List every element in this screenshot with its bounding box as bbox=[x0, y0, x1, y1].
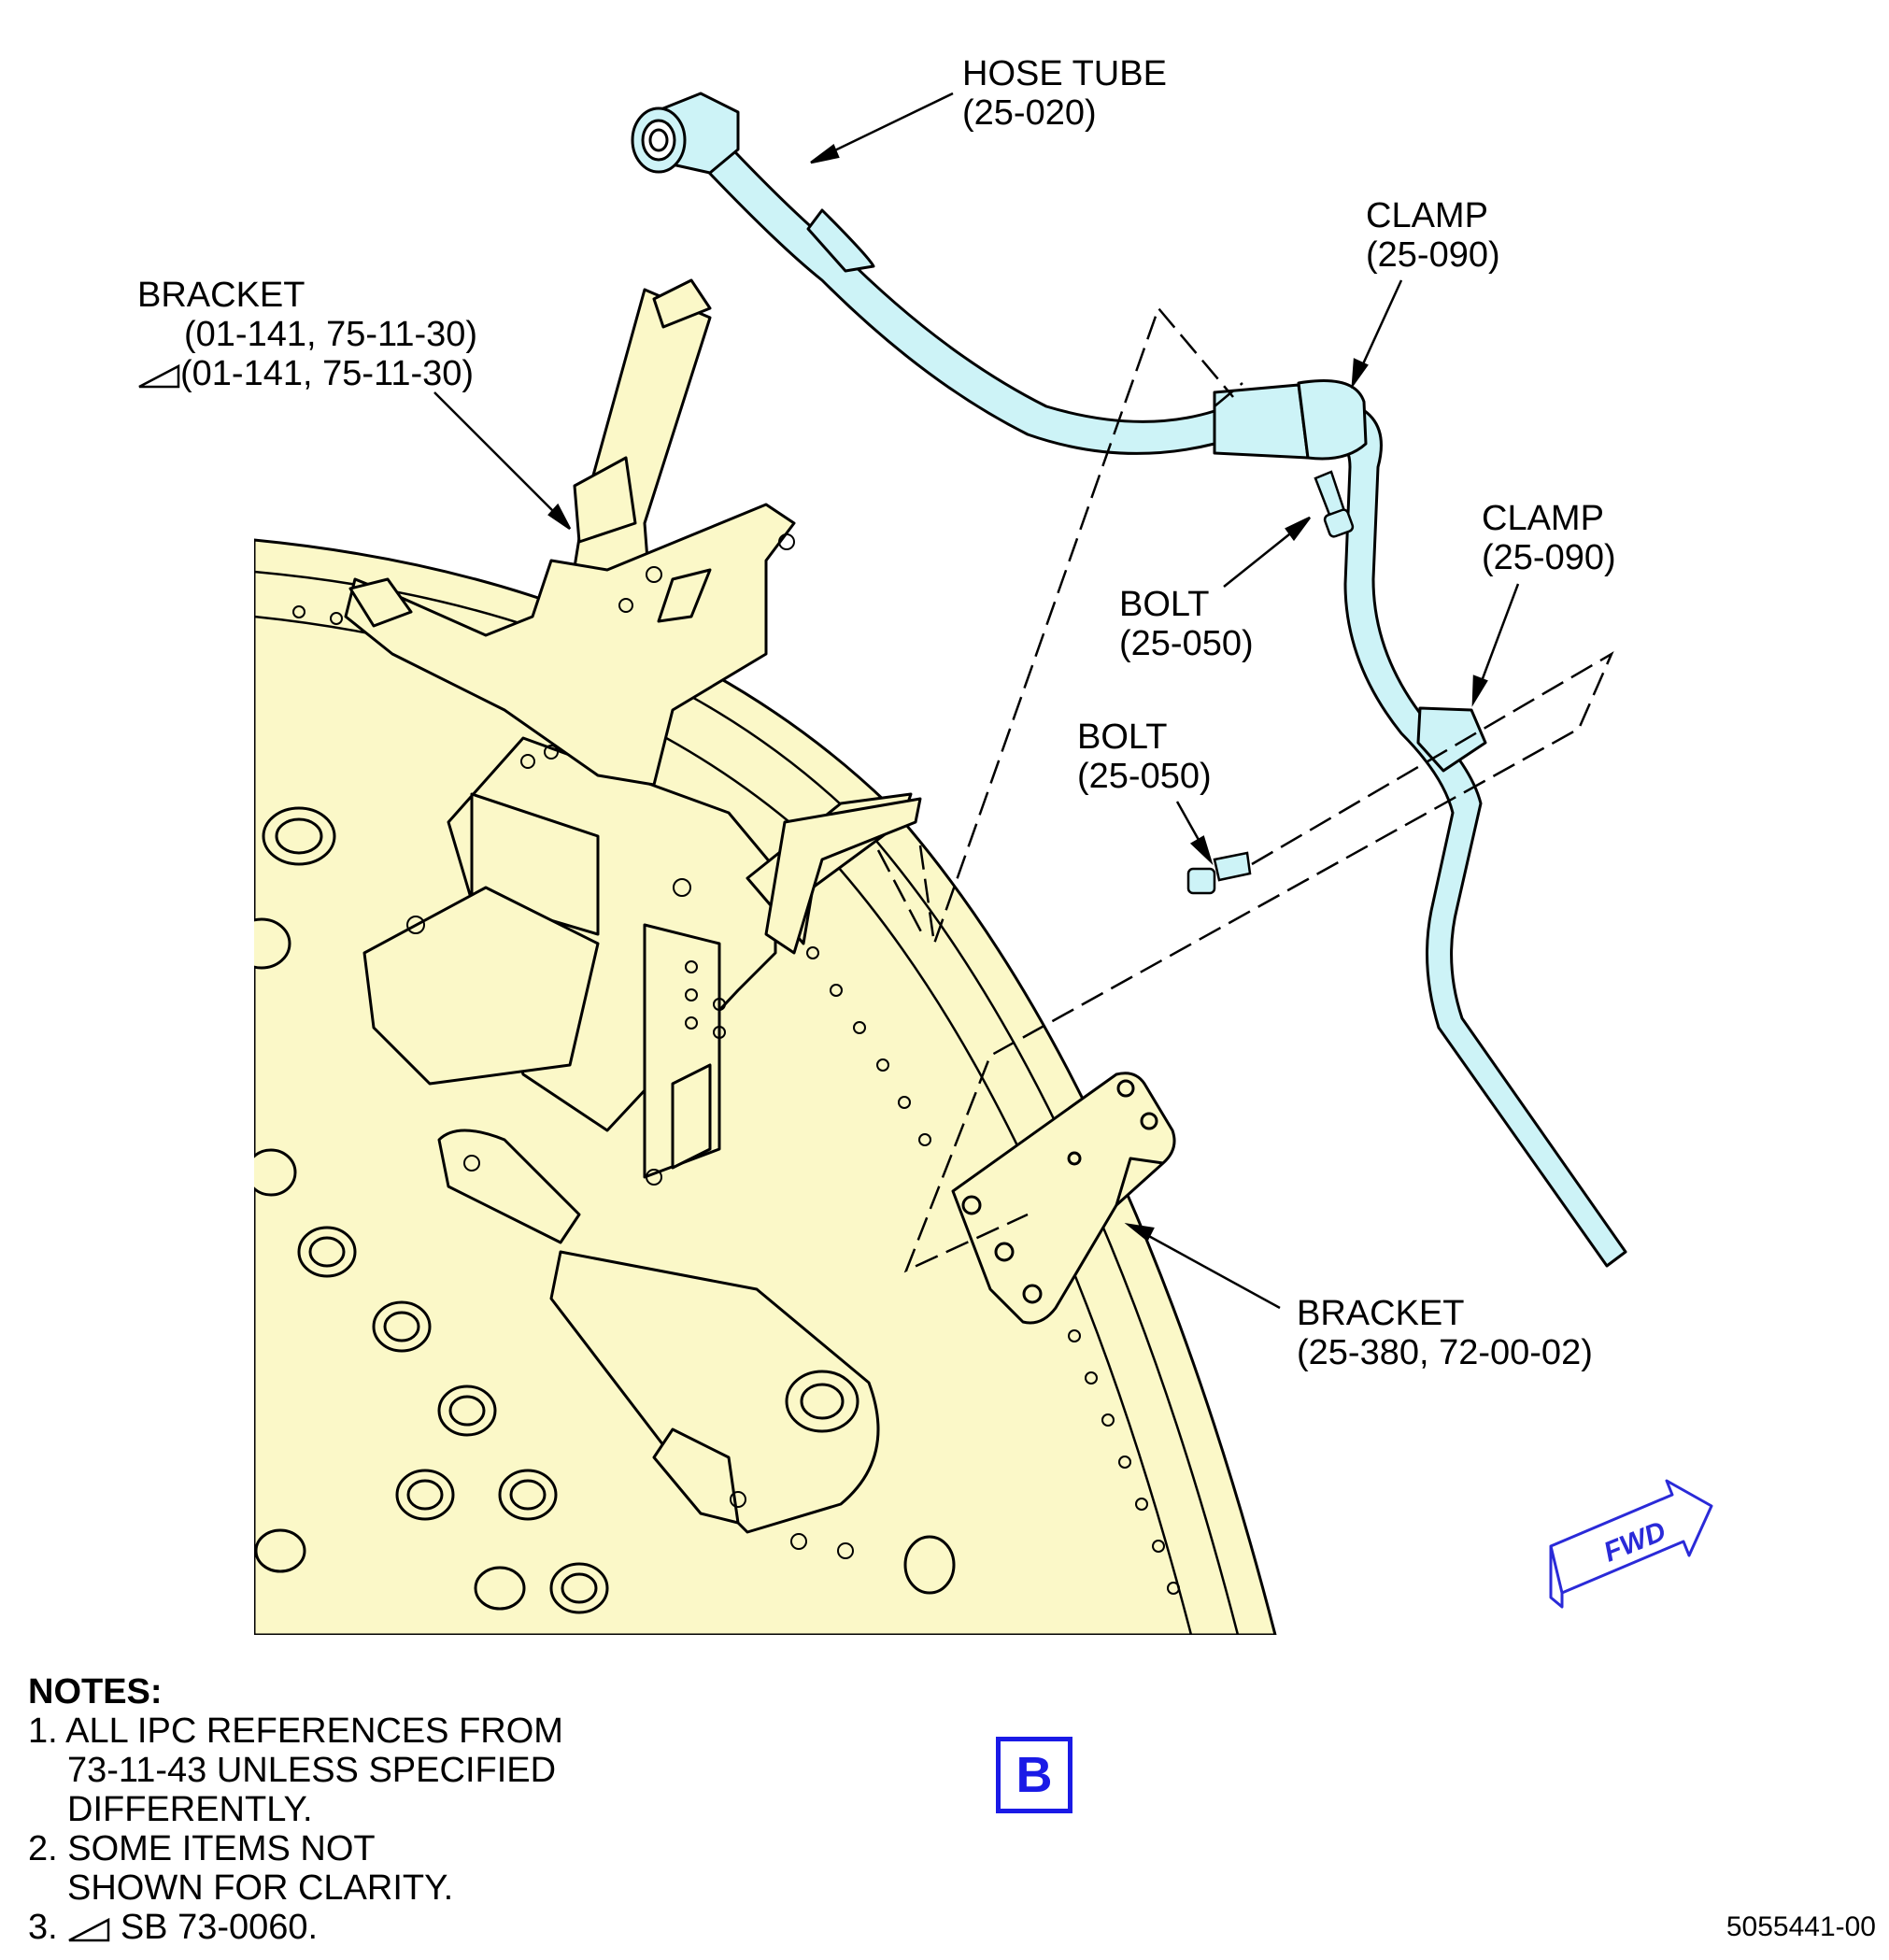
bolt-lower-ref: (25-050) bbox=[1077, 757, 1212, 796]
bracket-upper-label: BRACKET bbox=[137, 276, 305, 315]
forward-arrow-icon bbox=[1549, 1479, 1713, 1609]
lower-bracket bbox=[951, 1072, 1176, 1325]
notes-block: NOTES: 1. ALL IPC REFERENCES FROM 73-11-… bbox=[28, 1672, 563, 1947]
bracket-lower-label: BRACKET bbox=[1297, 1294, 1465, 1333]
note-1-line-2: 73-11-43 UNLESS SPECIFIED bbox=[67, 1751, 557, 1790]
bracket-lower-callout: BRACKET (25-380, 72-00-02) bbox=[1297, 1294, 1593, 1372]
bracket-upper-callout: BRACKET (01-141, 75-11-30) (01-141, 75-1… bbox=[137, 276, 477, 393]
hose-tube-ref: (25-020) bbox=[962, 93, 1097, 133]
notes-heading: NOTES: bbox=[28, 1672, 163, 1711]
bolt-lower bbox=[1186, 851, 1252, 895]
sb-triangle-icon bbox=[68, 1917, 110, 1942]
upper-bracket bbox=[344, 278, 922, 955]
bolt-upper-callout: BOLT (25-050) bbox=[1119, 585, 1254, 663]
clamp-upper-label: CLAMP bbox=[1366, 196, 1488, 235]
clamp-lower-label: CLAMP bbox=[1482, 499, 1604, 538]
hose-tube bbox=[631, 92, 1627, 1268]
hose-tube-callout: HOSE TUBE (25-020) bbox=[962, 54, 1167, 133]
note-2-line-1: 2. SOME ITEMS NOT bbox=[28, 1829, 376, 1868]
document-id: 5055441-00 bbox=[1726, 1911, 1876, 1942]
engine-case bbox=[254, 538, 1277, 1635]
note-1-line-1: 1. ALL IPC REFERENCES FROM bbox=[28, 1711, 563, 1751]
view-label-box: B bbox=[996, 1737, 1072, 1813]
note-3: 3. SB 73-0060. bbox=[28, 1908, 563, 1947]
sb-triangle-icon bbox=[138, 363, 180, 389]
bracket-upper-ref-alt-text: (01-141, 75-11-30) bbox=[180, 354, 475, 393]
clamp-lower-ref: (25-090) bbox=[1482, 538, 1616, 577]
bolt-lower-callout: BOLT (25-050) bbox=[1077, 717, 1212, 796]
bolt-upper-label: BOLT bbox=[1119, 585, 1210, 624]
clamp-lower-callout: CLAMP (25-090) bbox=[1482, 499, 1616, 577]
hose-tube-label: HOSE TUBE bbox=[962, 54, 1167, 93]
bolt-upper bbox=[1314, 470, 1355, 538]
phantom-lines bbox=[876, 305, 1614, 1273]
bracket-upper-ref-alt: (01-141, 75-11-30) bbox=[137, 354, 477, 393]
bolt-upper-ref: (25-050) bbox=[1119, 624, 1254, 663]
bolt-lower-label: BOLT bbox=[1077, 717, 1168, 757]
note-3-text: SB 73-0060. bbox=[120, 1908, 319, 1947]
note-3-number: 3. bbox=[28, 1908, 58, 1947]
clamp-upper-ref: (25-090) bbox=[1366, 235, 1500, 275]
note-2-line-2: SHOWN FOR CLARITY. bbox=[67, 1868, 454, 1908]
leader-lines bbox=[433, 92, 1520, 1310]
bracket-upper-ref: (01-141, 75-11-30) bbox=[184, 315, 478, 354]
clamp-upper-callout: CLAMP (25-090) bbox=[1366, 196, 1500, 275]
bracket-lower-ref: (25-380, 72-00-02) bbox=[1297, 1333, 1593, 1372]
note-1-line-3: DIFFERENTLY. bbox=[67, 1790, 313, 1829]
